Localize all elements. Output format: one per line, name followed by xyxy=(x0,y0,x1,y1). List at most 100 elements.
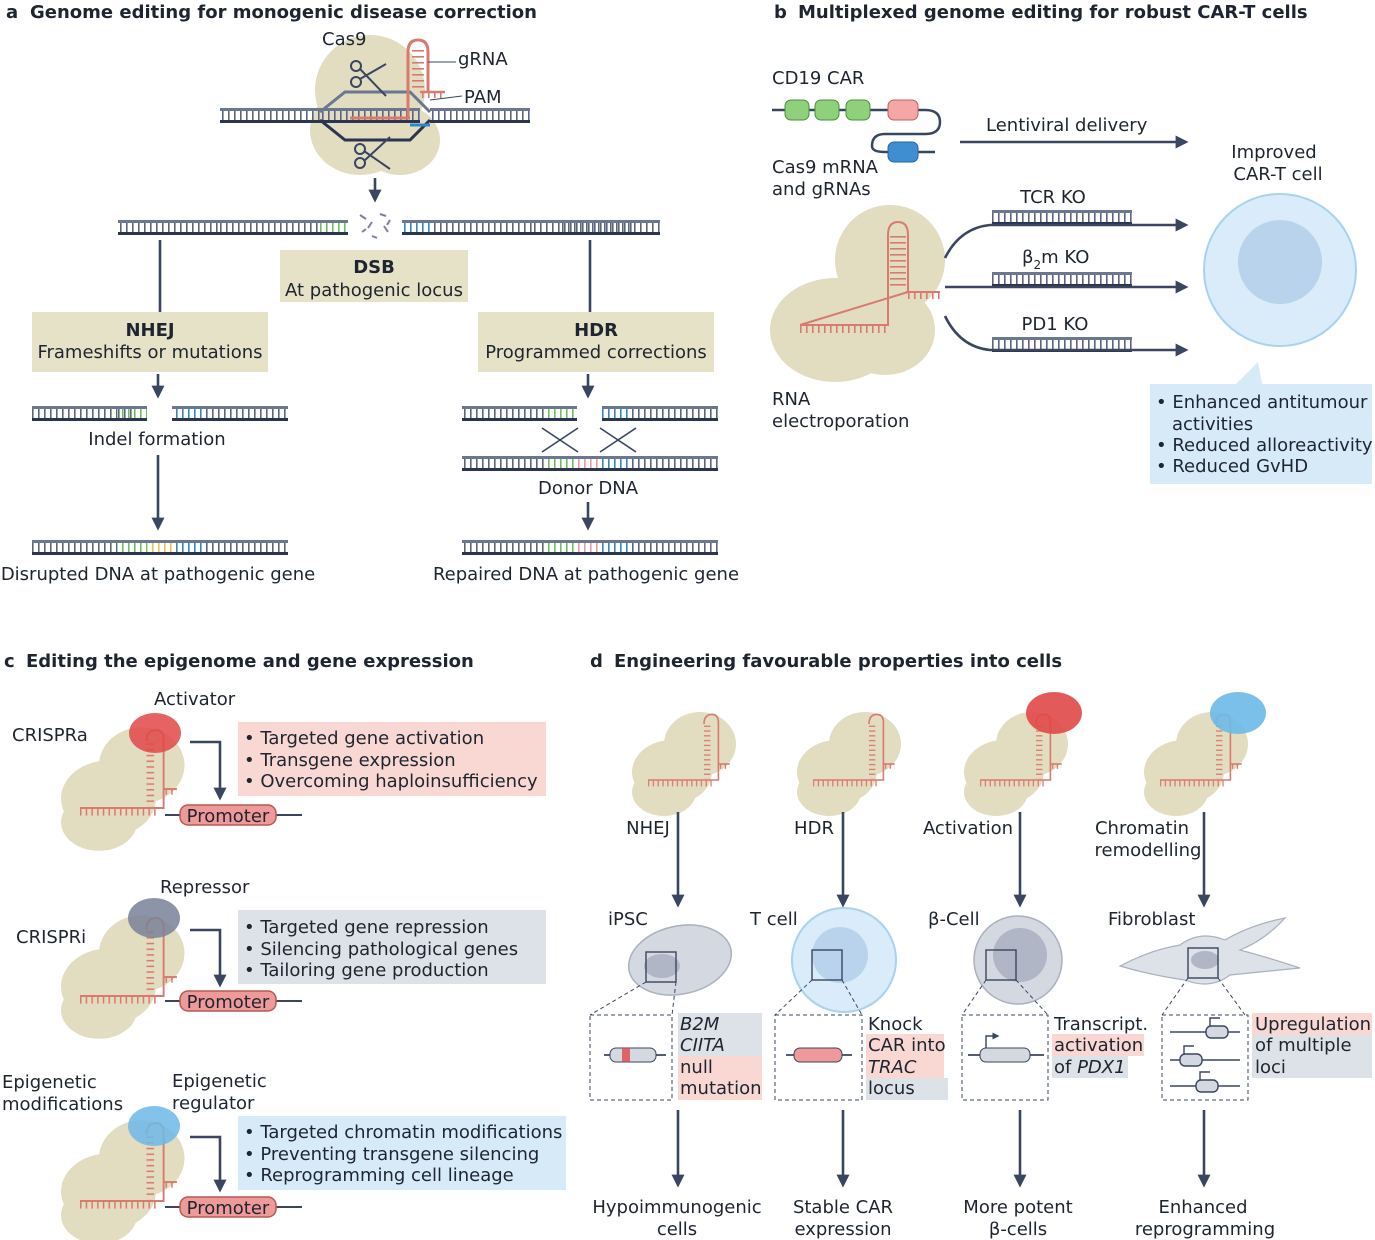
epigenetic-reg-label-2: regulator xyxy=(172,1093,255,1114)
nhej-box-line-1: B2M xyxy=(680,1014,720,1035)
benefit-1: • Enhanced antitumour xyxy=(1156,392,1368,413)
crispra-bullet-2: • Transgene expression xyxy=(244,750,456,771)
mode-chromatin-2: remodelling xyxy=(1095,840,1202,861)
activator-domain xyxy=(129,713,181,753)
nhej-box xyxy=(32,312,268,372)
car-t-cell xyxy=(1203,193,1357,347)
nhej-box-line-4: mutation xyxy=(680,1078,762,1099)
cas9-label: Cas9 xyxy=(322,29,366,50)
hdr-dna xyxy=(462,406,718,471)
car-construct xyxy=(772,99,942,163)
ipsc-cell xyxy=(627,924,733,996)
outcome-hdr-2: expression xyxy=(794,1219,891,1240)
repressor-domain xyxy=(128,898,180,938)
chromatin-box-line-3: loci xyxy=(1255,1057,1286,1078)
panel-a-title: Genome editing for monogenic disease cor… xyxy=(30,2,537,23)
chromatin-box-line-2: of multiple xyxy=(1255,1035,1352,1056)
t-cell xyxy=(791,907,897,1013)
hdr-box-line-1: Knock xyxy=(868,1014,923,1035)
epigenetic-bullet-2: • Preventing transgene silencing xyxy=(244,1144,539,1165)
outcome-chromatin-1: Enhanced xyxy=(1158,1197,1247,1218)
crispri-bullet-3: • Tailoring gene production xyxy=(244,960,489,981)
nhej-box-line-3: null xyxy=(680,1057,713,1078)
hdr-zoom-box xyxy=(774,1014,863,1101)
disrupted-dna xyxy=(32,540,288,555)
epigenetic-mod-label-1: Epigenetic xyxy=(2,1072,97,1093)
activation-gene xyxy=(968,1032,1044,1063)
mode-nhej: NHEJ xyxy=(626,818,670,839)
outcome-nhej-1: Hypoimmunogenic xyxy=(592,1197,761,1218)
epigenetic-reg-label-1: Epigenetic xyxy=(172,1071,267,1092)
benefits-box xyxy=(1150,384,1372,484)
hdr-box-line-3: TRAC xyxy=(868,1057,917,1078)
panel-d-letter: d xyxy=(590,651,603,672)
lentiviral-label: Lentiviral delivery xyxy=(986,115,1148,136)
activation-box-line-1: Transcript. xyxy=(1053,1014,1148,1035)
benefit-1-cont: activities xyxy=(1172,414,1253,435)
panel-b-letter: b xyxy=(774,2,787,23)
nhej-box-line-2: CIITA xyxy=(680,1035,725,1056)
pd1-arrow xyxy=(943,315,1189,357)
epigenetic-mod-label-2: modifications xyxy=(2,1094,123,1115)
hdr-rnp xyxy=(796,711,902,817)
hdr-box xyxy=(478,312,714,372)
grna-scaffold xyxy=(406,38,430,118)
crispra-bullets-box xyxy=(238,722,546,796)
scissors-icon xyxy=(350,60,387,97)
chromatin-box-line-1: Upregulation xyxy=(1255,1014,1371,1035)
benefit-2: • Reduced alloreactivity xyxy=(1156,435,1373,456)
cell-tcell-label: T cell xyxy=(749,909,798,930)
activation-zoom-box xyxy=(961,1014,1049,1101)
outcome-hdr-1: Stable CAR xyxy=(793,1197,893,1218)
promoter-2: Promoter xyxy=(165,990,302,1013)
hdr-box-line-4: locus xyxy=(868,1078,915,1099)
svg-text:Promoter: Promoter xyxy=(187,992,270,1013)
dsb-subtitle: At pathogenic locus xyxy=(285,280,463,301)
dna-unwound-bottom xyxy=(319,118,432,142)
b2m-ko-label: β2m KO xyxy=(1022,247,1089,272)
epigenetic-bullet-3: • Reprogramming cell lineage xyxy=(244,1165,514,1186)
svg-text:Promoter: Promoter xyxy=(187,1198,270,1219)
promoter-1: Promoter xyxy=(165,804,302,827)
crispri-label: CRISPRi xyxy=(16,927,86,948)
improved-label-2: CAR-T cell xyxy=(1233,164,1322,185)
epigenetic-bullets-box xyxy=(238,1116,566,1190)
panel-a-letter: a xyxy=(6,2,18,23)
scissors-icon xyxy=(354,136,391,170)
target-dna-top xyxy=(220,108,530,123)
mode-activation: Activation xyxy=(923,818,1013,839)
disrupted-label: Disrupted DNA at pathogenic gene xyxy=(1,564,315,585)
regulator-domain xyxy=(128,1106,180,1146)
panel-c-letter: c xyxy=(4,651,15,672)
repaired-dna xyxy=(462,540,718,555)
panel-d: d Engineering favourable properties into… xyxy=(589,651,1372,1240)
panel-a: a Genome editing for monogenic disease c… xyxy=(1,2,739,585)
crispri-bullet-2: • Silencing pathological genes xyxy=(244,939,518,960)
activation-box-line-2: activation xyxy=(1054,1035,1143,1056)
svg-text:Promoter: Promoter xyxy=(187,806,270,827)
outcome-nhej-2: cells xyxy=(657,1219,697,1240)
nhej-title: NHEJ xyxy=(125,320,174,341)
fibroblast-cell xyxy=(1118,917,1301,985)
indel-label: Indel formation xyxy=(88,429,225,450)
beta-cell xyxy=(973,915,1063,1005)
hdr-subtitle: Programmed corrections xyxy=(485,342,707,363)
improved-label-1: Improved xyxy=(1231,142,1316,163)
dsb-dna xyxy=(118,213,660,239)
tcr-ko-label: TCR KO xyxy=(1019,187,1086,208)
panel-b: b Multiplexed genome editing for robust … xyxy=(770,2,1373,484)
crispri-bullets-box xyxy=(238,910,546,984)
cell-beta-label: β-Cell xyxy=(928,909,980,930)
panel-c: c Editing the epigenome and gene express… xyxy=(2,651,566,1240)
hdr-title: HDR xyxy=(574,320,618,341)
nhej-rnp xyxy=(631,711,737,817)
mode-chromatin-1: Chromatin xyxy=(1095,818,1189,839)
activation-effector xyxy=(1026,692,1082,734)
rnp-complex xyxy=(770,205,945,382)
nhej-subtitle: Frameshifts or mutations xyxy=(37,342,262,363)
grna-label: gRNA xyxy=(458,49,508,70)
hdr-gene xyxy=(786,1047,852,1063)
activation-box-line-3: of PDX1 xyxy=(1054,1057,1126,1078)
crispri-bullet-1: • Targeted gene repression xyxy=(244,917,489,938)
